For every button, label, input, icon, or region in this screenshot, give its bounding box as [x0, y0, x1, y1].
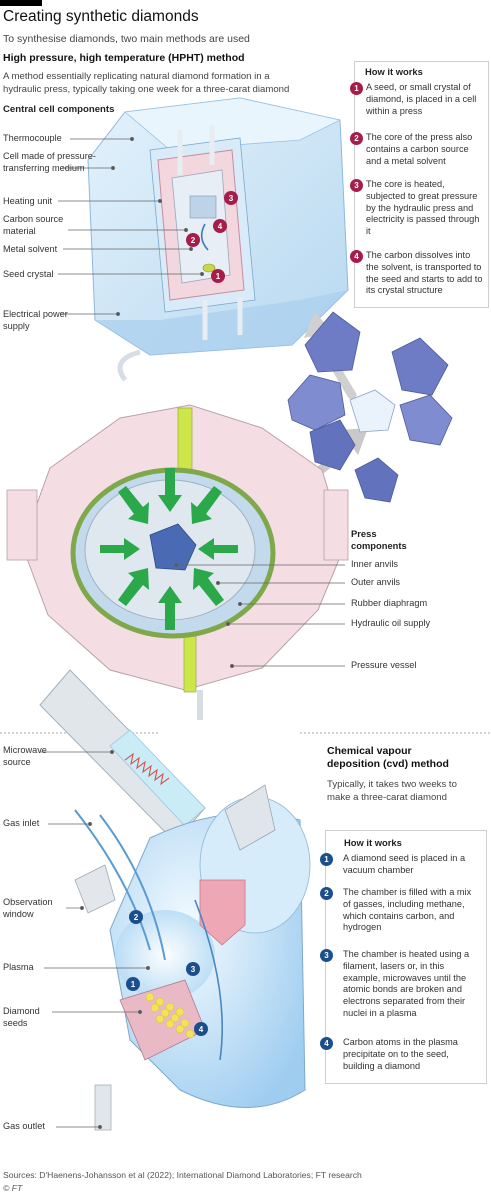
label-plasma: Plasma — [3, 962, 34, 972]
label-thermocouple: Thermocouple — [3, 133, 62, 143]
cvd-step-1-badge: 1 — [320, 853, 333, 866]
cvd-step-1: A diamond seed is placed in a vacuum cha… — [343, 853, 466, 875]
label-electrical-power: Electrical power supply — [3, 309, 68, 331]
hpht-step-4-badge: 4 — [350, 250, 363, 263]
label-heating-unit: Heating unit — [3, 196, 53, 206]
sources-note: Sources: D'Haenens-Johansson et al (2022… — [3, 1170, 362, 1180]
label-metal-solvent: Metal solvent — [3, 244, 58, 254]
cvd-step-4: Carbon atoms in the plasma precipitate o… — [343, 1037, 458, 1071]
press-leader-lines — [174, 563, 345, 668]
label-cell: Cell made of pressure-transferring mediu… — [3, 151, 96, 173]
press-components-heading: Press components — [351, 528, 407, 551]
svg-text:2: 2 — [134, 913, 139, 922]
cvd-leader-lines — [40, 750, 150, 1129]
cell-step-badges: 3 4 2 1 — [186, 191, 238, 283]
hpht-step-1-badge: 1 — [350, 82, 363, 95]
cvd-step-4-badge: 4 — [320, 1037, 333, 1050]
cvd-illustration — [39, 669, 311, 1131]
hpht-how-it-works-title: How it works — [365, 66, 423, 77]
svg-text:3: 3 — [229, 194, 234, 203]
press-green-arrows — [100, 468, 238, 630]
cvd-step-3-badge: 3 — [320, 949, 333, 962]
page-subtitle: To synthesise diamonds, two main methods… — [3, 33, 250, 45]
hpht-step-2-badge: 2 — [350, 132, 363, 145]
label-hydraulic-oil: Hydraulic oil supply — [351, 618, 431, 628]
central-cell-illustration — [87, 97, 349, 356]
cvd-step-2: The chamber is filled with a mix of gass… — [343, 887, 472, 933]
label-outer-anvils: Outer anvils — [351, 577, 401, 587]
central-cell-heading: Central cell components — [3, 104, 115, 115]
hpht-step-2: The core of the press also contains a ca… — [366, 132, 473, 166]
label-carbon-source: Carbon source material — [3, 214, 64, 236]
hpht-step-4: The carbon dissolves into the solvent, i… — [366, 250, 483, 296]
label-microwave-source: Microwave source — [3, 745, 47, 767]
brand-bar — [0, 0, 42, 6]
svg-text:4: 4 — [199, 1025, 204, 1034]
label-gas-inlet: Gas inlet — [3, 818, 40, 828]
svg-text:3: 3 — [191, 965, 196, 974]
cvd-step-badges: 2 3 1 4 — [126, 910, 208, 1036]
svg-text:2: 2 — [191, 236, 196, 245]
copyright: © FT — [3, 1183, 23, 1193]
diamond-crystals — [287, 311, 453, 503]
svg-text:4: 4 — [218, 222, 223, 231]
diamond-seed-dots — [145, 992, 195, 1039]
label-diamond-seeds: Diamond seeds — [3, 1006, 40, 1028]
page-title: Creating synthetic diamonds — [3, 8, 199, 25]
hpht-step-3: The core is heated, subjected to great p… — [366, 179, 480, 237]
cvd-how-it-works-box: How it works 1 A diamond seed is placed … — [320, 830, 487, 1084]
cvd-how-it-works-title: How it works — [344, 837, 402, 848]
hpht-step-3-badge: 3 — [350, 179, 363, 192]
cell-leader-lines — [58, 137, 204, 316]
hpht-description: A method essentially replicating natural… — [3, 71, 290, 95]
press-illustration — [6, 349, 349, 720]
cvd-heading: Chemical vapour deposition (cvd) method — [327, 745, 449, 770]
label-inner-anvils: Inner anvils — [351, 559, 398, 569]
hpht-how-it-works-box: How it works 1 A seed, or small crystal … — [350, 61, 489, 308]
label-pressure-vessel: Pressure vessel — [351, 660, 417, 670]
label-rubber-diaphragm: Rubber diaphragm — [351, 598, 428, 608]
cvd-description: Typically, it takes two weeks to make a … — [327, 779, 457, 803]
label-observation-window: Observation window — [3, 897, 53, 919]
svg-text:1: 1 — [131, 980, 136, 989]
label-gas-outlet: Gas outlet — [3, 1121, 45, 1131]
cvd-step-3: The chamber is heated using a filament, … — [343, 949, 470, 1018]
hpht-step-1: A seed, or small crystal of diamond, is … — [366, 82, 477, 116]
cvd-step-2-badge: 2 — [320, 887, 333, 900]
svg-text:1: 1 — [216, 272, 221, 281]
hpht-heading: High pressure, high temperature (HPHT) m… — [3, 52, 245, 64]
label-seed-crystal: Seed crystal — [3, 269, 54, 279]
